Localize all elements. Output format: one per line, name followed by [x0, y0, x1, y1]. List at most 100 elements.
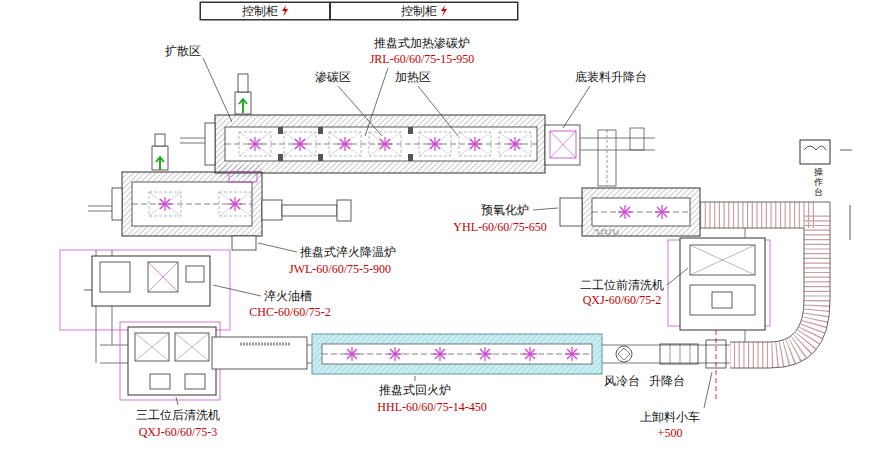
carburizing-furnace — [239, 99, 247, 113]
air-cooling-lift — [706, 340, 726, 368]
post-wash-machine — [128, 327, 216, 395]
carburizing-furnace — [238, 74, 248, 92]
post-wash-machine — [120, 322, 220, 400]
quench-oil-tank — [84, 290, 92, 291]
tempering-furnace — [345, 347, 359, 361]
air-cooling-lift — [616, 330, 726, 402]
carburizing-furnace — [284, 132, 316, 156]
model-number: QXJ-60/60/75-2 — [583, 293, 662, 307]
tempering-furnace — [388, 347, 402, 361]
model-number: HHL-60/60/75-14-450 — [377, 400, 486, 414]
model-number: QXJ-60/60/75-3 — [139, 425, 218, 439]
model-number: YHL-60/60/75-650 — [453, 220, 546, 234]
carburizing-furnace — [468, 137, 482, 151]
lightning-symbol — [440, 5, 448, 17]
carburizing-furnace — [215, 115, 545, 173]
zone-name: 加热区 — [395, 70, 431, 84]
quench-furnace — [155, 134, 165, 146]
quench-furnace — [337, 200, 351, 221]
operator-console — [800, 140, 852, 240]
pre-wash-machine — [680, 238, 765, 330]
pre-oxidation-furnace — [592, 198, 690, 226]
lightning-symbol — [281, 5, 289, 17]
tempering-furnace — [478, 347, 492, 361]
cabinet-label: 控制柜 — [242, 4, 278, 18]
leader-lines — [203, 58, 232, 122]
pre-oxidation-furnace — [594, 230, 618, 234]
carburizing-furnace — [550, 131, 576, 158]
pre-oxidation-furnace — [655, 205, 669, 219]
leader-lines — [338, 86, 382, 136]
quench-oil-tank — [148, 262, 178, 292]
leader-lines — [365, 68, 388, 136]
carburizing-furnace — [459, 132, 491, 156]
pre-oxidation-furnace — [582, 188, 700, 236]
tempering-furnace — [312, 334, 602, 374]
quench-furnace — [88, 211, 112, 212]
equipment-name: 淬火油槽 — [264, 289, 312, 303]
operator-console — [800, 140, 830, 164]
leader-lines — [415, 376, 416, 381]
quench-furnace — [152, 146, 168, 170]
leader-lines — [533, 208, 558, 210]
model-number: JRL-60/60/75-15-950 — [370, 52, 475, 66]
leader-lines — [667, 268, 688, 285]
carburizing-furnace — [278, 154, 283, 161]
tempering-furnace — [312, 334, 602, 374]
carburizing-furnace — [408, 154, 413, 161]
leader-lines — [176, 58, 712, 408]
pre-wash-machine — [745, 228, 746, 238]
equipment-name: 三工位后清洗机 — [136, 408, 220, 422]
operator-console — [804, 146, 826, 150]
air-cooling-lift — [616, 346, 632, 362]
equipment-name: 推盘式淬火降温炉 — [300, 245, 396, 259]
carburizing-furnace — [318, 127, 323, 134]
quench-oil-tank — [60, 250, 230, 330]
carburizing-furnace — [607, 130, 608, 186]
quench-oil-tank — [100, 262, 130, 292]
carburizing-furnace — [499, 132, 531, 156]
equipment-name: 预氧化炉 — [481, 203, 529, 217]
leader-lines — [418, 86, 458, 136]
quench-furnace — [282, 205, 337, 216]
carburizing-furnace — [329, 132, 361, 156]
operator-console — [840, 150, 852, 151]
lightning-symbol — [441, 5, 447, 17]
carburizing-furnace — [235, 92, 251, 114]
control-cabinet: 控制柜 — [330, 2, 518, 20]
equipment-name: 操作台 — [814, 168, 823, 198]
cabinet-frame — [200, 2, 518, 20]
post-wash-machine — [185, 374, 205, 389]
post-wash-machine — [135, 333, 169, 361]
carburizing-furnace — [550, 131, 576, 158]
carburizing-furnace — [408, 127, 413, 134]
air-cooling-lift — [618, 348, 630, 360]
equipment-name: 底装料升降台 — [575, 70, 647, 84]
zone-name: 渗碳区 — [315, 70, 351, 84]
quench-oil-tank — [60, 250, 230, 330]
carburizing-furnace — [378, 137, 392, 151]
pre-wash-machine — [690, 285, 755, 315]
post-wash-machine — [120, 322, 307, 400]
quench-furnace — [156, 157, 164, 170]
carburizing-furnace — [180, 143, 205, 144]
carburizing-furnace — [225, 127, 537, 161]
quench-furnace — [88, 134, 351, 250]
post-wash-machine — [240, 343, 290, 346]
post-wash-machine — [175, 333, 209, 361]
quench-furnace — [232, 236, 256, 250]
air-cooling-lift — [716, 330, 717, 402]
post-wash-machine — [135, 333, 169, 361]
quench-furnace — [219, 192, 251, 216]
carburizing-furnace — [428, 137, 442, 151]
carburizing-furnace — [338, 137, 352, 151]
carburizing-furnace — [419, 132, 451, 156]
leader-lines — [704, 372, 712, 408]
quench-furnace — [112, 188, 122, 220]
air-cooling-lift — [690, 344, 691, 364]
quench-furnace — [122, 172, 262, 236]
carburizing-furnace — [550, 131, 576, 158]
quench-furnace — [132, 182, 252, 226]
leader-lines — [176, 397, 178, 405]
air-cooling-lift — [660, 344, 698, 364]
